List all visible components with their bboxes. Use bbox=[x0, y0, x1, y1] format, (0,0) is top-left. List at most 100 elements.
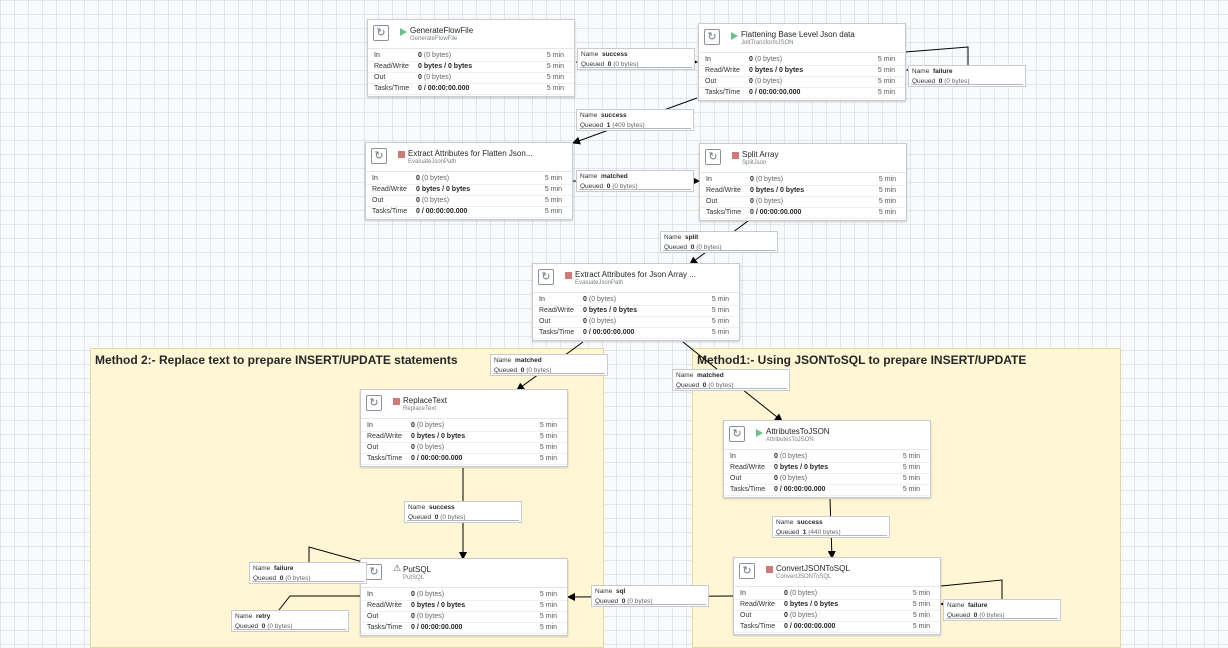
running-state-icon bbox=[756, 429, 763, 437]
running-state-icon bbox=[731, 32, 738, 40]
processor-header: ↻ ⚠ PutSQL PutSQL bbox=[361, 559, 567, 588]
connection-success[interactable]: Name success Queued 1 (440 bytes) bbox=[772, 516, 890, 538]
processor-icon: ↻ bbox=[366, 564, 382, 580]
connection-failure[interactable]: Name failure Queued 0 (0 bytes) bbox=[249, 562, 367, 584]
processor-name: ConvertJSONToSQL bbox=[776, 564, 850, 573]
connection-matched[interactable]: Name matched Queued 0 (0 bytes) bbox=[576, 170, 694, 192]
processor-extract-array[interactable]: ↻ Extract Attributes for Json Array ... … bbox=[532, 263, 740, 341]
processor-name: GenerateFlowFile bbox=[410, 26, 474, 35]
stopped-state-icon bbox=[398, 151, 405, 158]
processor-extract-flatten[interactable]: ↻ Extract Attributes for Flatten Json...… bbox=[365, 142, 573, 220]
processor-header: ↻ Extract Attributes for Flatten Json...… bbox=[366, 143, 572, 172]
stopped-state-icon bbox=[732, 152, 739, 159]
connection-failure[interactable]: Name failure Queued 0 (0 bytes) bbox=[908, 65, 1026, 87]
processor-name: Extract Attributes for Flatten Json... bbox=[408, 149, 533, 158]
processor-icon: ↻ bbox=[373, 25, 389, 41]
processor-type: EvaluateJsonPath bbox=[575, 280, 624, 286]
stopped-state-icon bbox=[565, 272, 572, 279]
processor-header: ↻ ConvertJSONToSQL ConvertJSONToSQL bbox=[734, 558, 940, 587]
processor-type: GenerateFlowFile bbox=[410, 36, 458, 42]
stopped-state-icon bbox=[766, 566, 773, 573]
processor-name: Extract Attributes for Json Array ... bbox=[575, 270, 696, 279]
processor-name: AttributesToJSON bbox=[766, 427, 830, 436]
group-title: Method1:- Using JSONToSQL to prepare INS… bbox=[697, 353, 1027, 367]
processor-name: Split Array bbox=[742, 150, 779, 159]
connection-success[interactable]: Name success Queued 0 (0 bytes) bbox=[577, 48, 695, 70]
processor-icon: ↻ bbox=[366, 395, 382, 411]
processor-icon: ↻ bbox=[705, 149, 721, 165]
stopped-state-icon bbox=[393, 398, 400, 405]
connection-sql[interactable]: Name sql Queued 0 (0 bytes) bbox=[591, 585, 709, 607]
connection-success[interactable]: Name success Queued 0 (0 bytes) bbox=[404, 501, 522, 523]
processor-icon: ↻ bbox=[729, 426, 745, 442]
processor-header: ↻ Extract Attributes for Json Array ... … bbox=[533, 264, 739, 293]
group-title: Method 2:- Replace text to prepare INSER… bbox=[95, 353, 458, 367]
processor-icon: ↻ bbox=[704, 29, 720, 45]
processor-name: PutSQL bbox=[403, 565, 432, 574]
processor-type: ConvertJSONToSQL bbox=[776, 574, 832, 580]
processor-header: ↻ GenerateFlowFile GenerateFlowFile bbox=[368, 20, 574, 49]
processor-header: ↻ ReplaceText ReplaceText bbox=[361, 390, 567, 419]
processor-type: AttributesToJSON bbox=[766, 437, 814, 443]
running-state-icon bbox=[400, 28, 407, 36]
processor-type: SplitJson bbox=[742, 160, 767, 166]
processor-icon: ↻ bbox=[538, 269, 554, 285]
processor-icon: ↻ bbox=[739, 563, 755, 579]
connection-success[interactable]: Name success Queued 1 (409 bytes) bbox=[576, 109, 694, 131]
processor-icon: ↻ bbox=[371, 148, 387, 164]
processor-name: ReplaceText bbox=[403, 396, 448, 405]
connection-split[interactable]: Name split Queued 0 (0 bytes) bbox=[660, 231, 778, 253]
connection-matched[interactable]: Name matched Queued 0 (0 bytes) bbox=[490, 354, 608, 376]
processor-type: JoltTransformJSON bbox=[741, 40, 794, 46]
processor-jolttransformjson[interactable]: ↻ Flattening Base Level Json data JoltTr… bbox=[698, 23, 906, 101]
processor-header: ↻ Flattening Base Level Json data JoltTr… bbox=[699, 24, 905, 53]
processor-type: PutSQL bbox=[403, 575, 425, 581]
connection-retry[interactable]: Name retry Queued 0 (0 bytes) bbox=[231, 610, 349, 632]
processor-name: Flattening Base Level Json data bbox=[741, 30, 855, 39]
processor-header: ↻ AttributesToJSON AttributesToJSON bbox=[724, 421, 930, 450]
connection-matched[interactable]: Name matched Queued 0 (0 bytes) bbox=[672, 369, 790, 391]
processor-type: ReplaceText bbox=[403, 406, 437, 412]
connection-failure[interactable]: Name failure Queued 0 (0 bytes) bbox=[943, 599, 1061, 621]
